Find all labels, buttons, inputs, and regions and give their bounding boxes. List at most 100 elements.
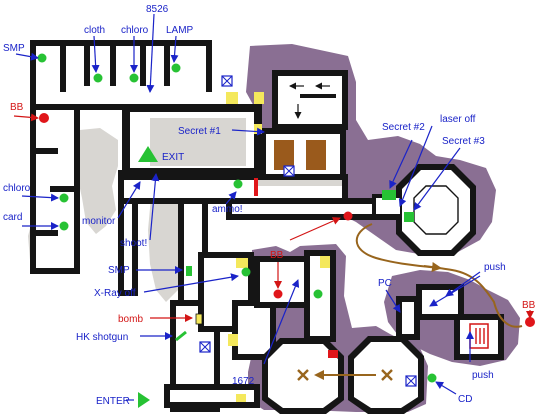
arrow-cd: [435, 381, 457, 395]
label-cloth: cloth: [84, 25, 105, 36]
save-box-2-x: [283, 165, 295, 177]
label-card: card: [3, 212, 22, 223]
labels: SMP cloth chloro 8526 LAMP BB Secret #1 …: [3, 4, 536, 407]
enemy-bb-right: [525, 317, 535, 327]
label-xray-off: X-Ray off: [94, 288, 136, 299]
label-chloro-top: chloro: [121, 25, 149, 36]
label-secret3: Secret #3: [442, 136, 485, 147]
door-yellow-2: [254, 92, 264, 104]
label-shoot: shoot!: [120, 238, 147, 249]
push-room-top-floor: [422, 290, 458, 314]
item-lamp: [171, 63, 181, 73]
items: [37, 53, 437, 383]
route-arrow: [423, 262, 442, 272]
arrow-push-1b: [429, 275, 481, 307]
structure-right: [262, 164, 504, 414]
bottom-row-floor: [170, 390, 254, 402]
enemy-bb-center-1: [343, 211, 353, 221]
arrow-cloth: [91, 35, 100, 73]
arrow-xray-off: [143, 273, 239, 293]
cave-mid-rock: [76, 128, 118, 234]
left-stub-3: [36, 230, 58, 236]
door-yellow-5: [320, 256, 330, 268]
divider-4: [140, 40, 146, 86]
label-push-2: push: [472, 370, 494, 381]
annotation-arrows: [13, 13, 534, 401]
laser-room-floor: [402, 170, 470, 250]
item-card: [59, 221, 69, 231]
save-box-1-x: [221, 75, 233, 87]
item-shaft-green: [313, 289, 323, 299]
door-red-1: [254, 178, 258, 196]
item-bomb: [195, 313, 203, 325]
item-hk-shotgun: [175, 330, 187, 342]
item-cloth: [93, 73, 103, 83]
label-8526: 8526: [146, 4, 169, 15]
enemies: [39, 113, 535, 327]
label-cd: CD: [458, 394, 472, 405]
label-bomb: bomb: [118, 314, 143, 325]
divider-1: [60, 40, 66, 92]
ammo-corridor-floor: [232, 204, 390, 214]
save-box-3-x: [199, 341, 211, 353]
left-stub-1: [36, 148, 58, 154]
enter-triangle: [138, 392, 150, 408]
arrow-1672: [263, 279, 300, 365]
label-enter: ENTER: [96, 396, 130, 407]
label-bb-center: BB: [270, 250, 284, 261]
arrow-chloro-left: [21, 193, 59, 202]
enemy-bb-center-2: [273, 289, 283, 299]
arrow-secret3: [413, 147, 461, 211]
arrow-monitor: [117, 181, 141, 219]
arrow-room-divider: [300, 94, 336, 98]
arrow-8526: [146, 13, 155, 93]
arrow-room-floor: [278, 76, 342, 124]
door-red-2: [328, 350, 338, 358]
route-path: [355, 223, 523, 328]
arrow-smp-top: [15, 52, 39, 61]
divider-3: [110, 40, 116, 86]
shaft-right-floor: [184, 186, 202, 314]
label-laser-off: laser off: [440, 114, 476, 125]
top-corridor-floor: [36, 92, 212, 104]
item-chloro-left: [59, 193, 69, 203]
secret1-room-inner: [150, 118, 246, 166]
label-pc: PC: [378, 278, 392, 289]
arrow-secret2: [389, 139, 413, 189]
laser-room-connector-floor: [376, 198, 400, 214]
push-machine: [469, 323, 489, 349]
shaft-left-floor: [124, 176, 132, 290]
label-chloro-left: chloro: [3, 183, 31, 194]
arrow-ammo: [225, 191, 237, 205]
door-yellow-1: [226, 92, 238, 104]
divider-2: [84, 40, 90, 86]
cross-marker-left: [297, 369, 309, 381]
hall-stripe: [258, 180, 342, 186]
arrow-pc: [385, 289, 401, 313]
item-smp-mid: [186, 266, 192, 276]
arrow-laser-off: [398, 125, 433, 207]
divider-5: [164, 40, 170, 86]
item-chloro-top: [129, 73, 139, 83]
left-stub-2: [50, 186, 74, 192]
save-box-4-x: [405, 375, 417, 387]
label-secret2: Secret #2: [382, 122, 425, 133]
markers: [138, 82, 523, 408]
label-bb-right: BB: [522, 300, 536, 311]
item-cd: [427, 373, 437, 383]
enemy-bb-left: [39, 113, 49, 123]
arrow-lamp: [170, 35, 179, 63]
label-smp-mid: SMP: [108, 265, 130, 276]
exit-triangle: [138, 146, 158, 162]
arrow-secret1: [231, 127, 265, 136]
arrow-shoot: [149, 173, 160, 241]
item-smp-top: [37, 53, 47, 63]
label-exit: EXIT: [162, 152, 184, 163]
door-yellow-3: [254, 124, 262, 134]
door-yellow-7: [236, 394, 246, 402]
door-yellow-6: [228, 334, 238, 346]
cross-marker-right: [381, 369, 393, 381]
label-1672: 1672: [232, 376, 255, 387]
